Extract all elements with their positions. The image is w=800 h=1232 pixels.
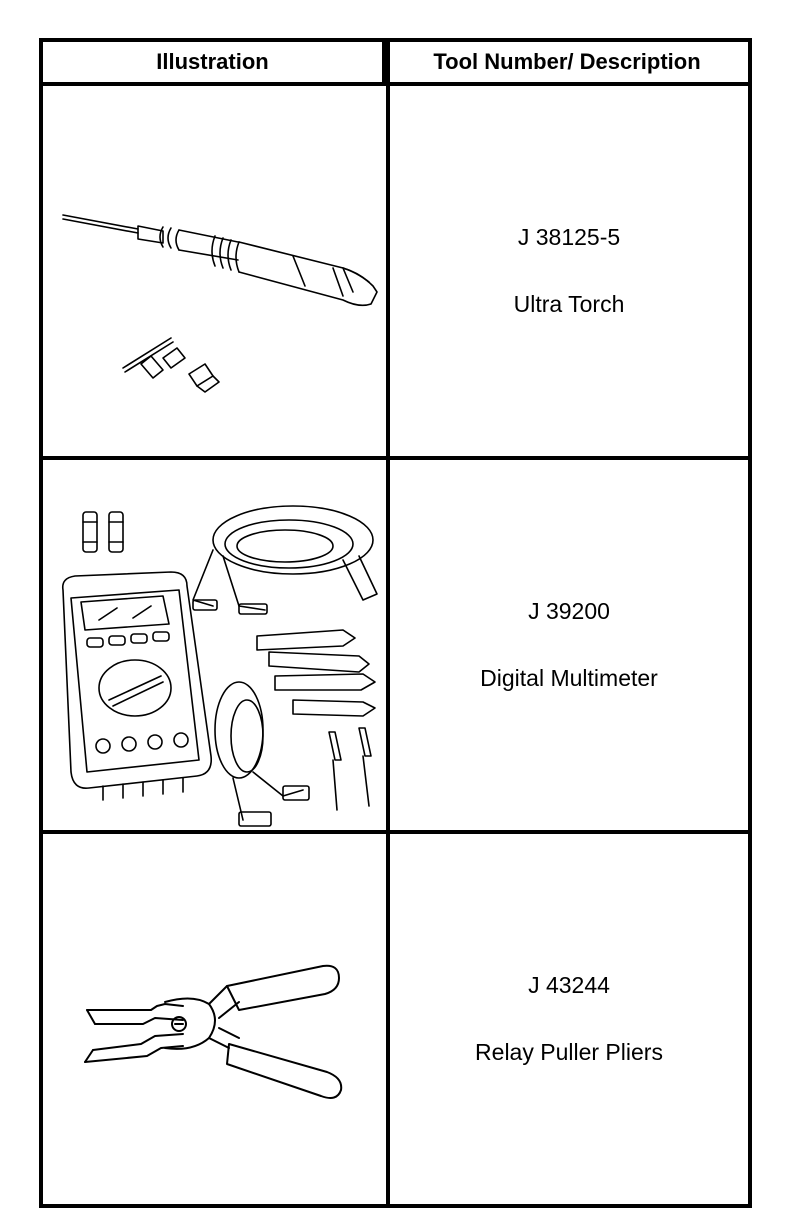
tool-cell: J 38125-5 Ultra Torch [390,86,748,456]
tool-description: Relay Puller Pliers [475,1039,663,1065]
row-divider [43,456,748,460]
tool-table: Illustration Tool Number/ Description [39,38,752,1208]
table-row: J 43244 Relay Puller Pliers [43,834,748,1204]
header-divider [43,82,748,86]
header-illustration: Illustration [43,42,386,82]
row-divider [43,830,748,834]
header-tool-description: Tool Number/ Description [433,49,701,74]
column-divider [386,42,390,1204]
tool-number: J 38125-5 [517,224,621,250]
tool-cell: J 43244 Relay Puller Pliers [390,834,748,1204]
tool-number: J 39200 [528,598,610,624]
relay-puller-pliers-illustration [43,834,386,1204]
tool-number: J 43244 [528,972,610,998]
tool-description: Digital Multimeter [480,665,658,691]
ultra-torch-illustration [43,86,386,456]
table-row: J 38125-5 Ultra Torch [43,86,748,456]
table-row: J 39200 Digital Multimeter [43,460,748,830]
tool-cell: J 39200 Digital Multimeter [390,460,748,830]
tool-description: Ultra Torch [513,291,625,317]
digital-multimeter-illustration [43,460,386,830]
